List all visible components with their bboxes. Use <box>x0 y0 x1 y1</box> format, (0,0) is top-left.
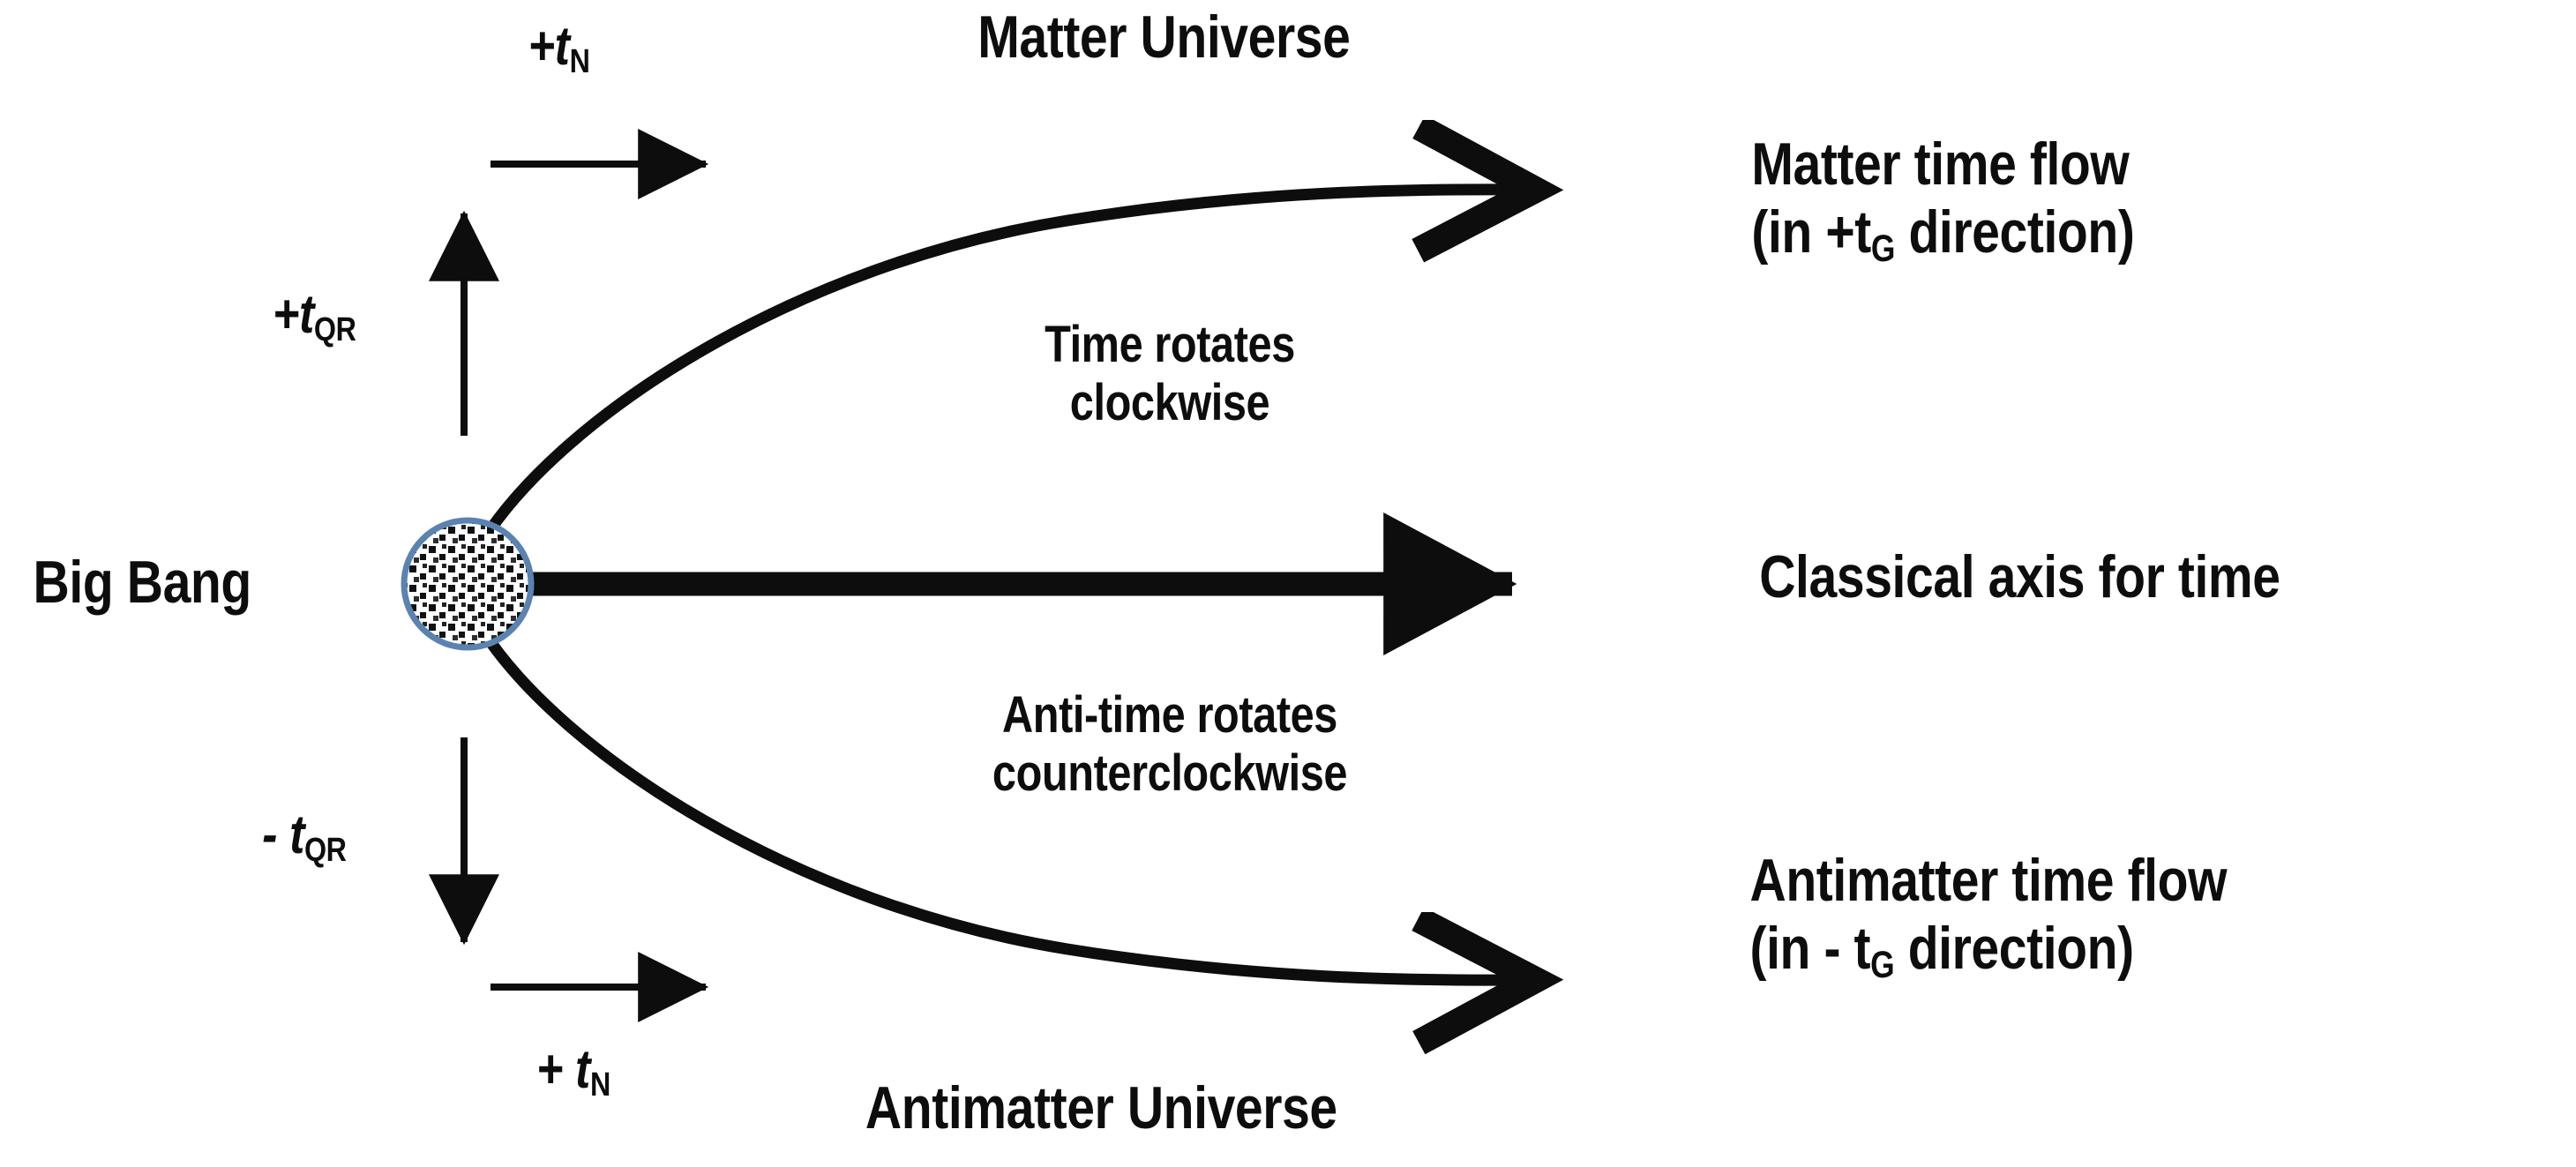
matter-rotation-annotation: Time rotates clockwise <box>940 316 1400 431</box>
antimatter-branch-curve <box>477 625 1526 980</box>
matter-rotation-annotation-line2: clockwise <box>1069 373 1270 431</box>
axis-label-bottom-natural-time-subscript: N <box>589 1066 610 1104</box>
antimatter-universe-title: Antimatter Universe <box>865 1074 1337 1141</box>
big-bang-label: Big Bang <box>33 549 252 616</box>
matter-time-flow-line2: (in +tG direction) <box>1751 198 2135 269</box>
matter-rotation-annotation-line1: Time rotates <box>1045 316 1295 373</box>
antimatter-time-flow-line1: Antimatter time flow <box>1749 847 2228 914</box>
axis-label-bottom-natural-time-text: + t <box>535 1039 590 1100</box>
matter-time-flow-label: Matter time flow (in +tG direction) <box>1751 131 2135 269</box>
antimatter-time-flow-line2: (in - tG direction) <box>1749 914 2227 985</box>
axis-label-top-natural-time: +tN <box>528 16 590 81</box>
axis-label-bottom-quantum-rotation-time-text: - t <box>262 804 304 865</box>
axis-label-top-quantum-rotation-time: +tQR <box>273 284 356 349</box>
matter-branch-curve <box>477 190 1526 546</box>
antimatter-rotation-annotation-line1: Anti-time rotates <box>1002 686 1337 744</box>
matter-universe-title: Matter Universe <box>977 4 1351 71</box>
classical-axis-label: Classical axis for time <box>1759 543 2280 610</box>
antimatter-time-flow-label: Antimatter time flow (in - tG direction) <box>1749 847 2228 985</box>
matter-time-flow-line2-pre: (in +t <box>1751 198 1871 266</box>
matter-time-flow-line1: Matter time flow <box>1751 131 2130 198</box>
antimatter-rotation-annotation-line2: counterclockwise <box>992 744 1348 802</box>
axis-label-top-quantum-rotation-time-subscript: QR <box>313 310 356 349</box>
matter-time-flow-line2-subscript: G <box>1870 227 1896 269</box>
axis-label-top-natural-time-text: +t <box>528 16 570 77</box>
matter-time-flow-line2-post: direction) <box>1894 198 2135 266</box>
antimatter-rotation-annotation: Anti-time rotates counterclockwise <box>880 686 1458 802</box>
antimatter-time-flow-line2-post: direction) <box>1894 914 2134 982</box>
axis-label-top-quantum-rotation-time-text: +t <box>273 284 314 345</box>
axis-label-bottom-quantum-rotation-time-subscript: QR <box>304 831 347 870</box>
antimatter-time-flow-line2-pre: (in - t <box>1749 914 1871 982</box>
axis-label-bottom-natural-time: + tN <box>535 1039 610 1104</box>
axis-label-top-natural-time-subscript: N <box>569 42 590 81</box>
big-bang-singularity <box>401 517 535 651</box>
antimatter-time-flow-line2-subscript: G <box>1870 943 1895 985</box>
axis-label-bottom-quantum-rotation-time: - tQR <box>262 804 347 870</box>
